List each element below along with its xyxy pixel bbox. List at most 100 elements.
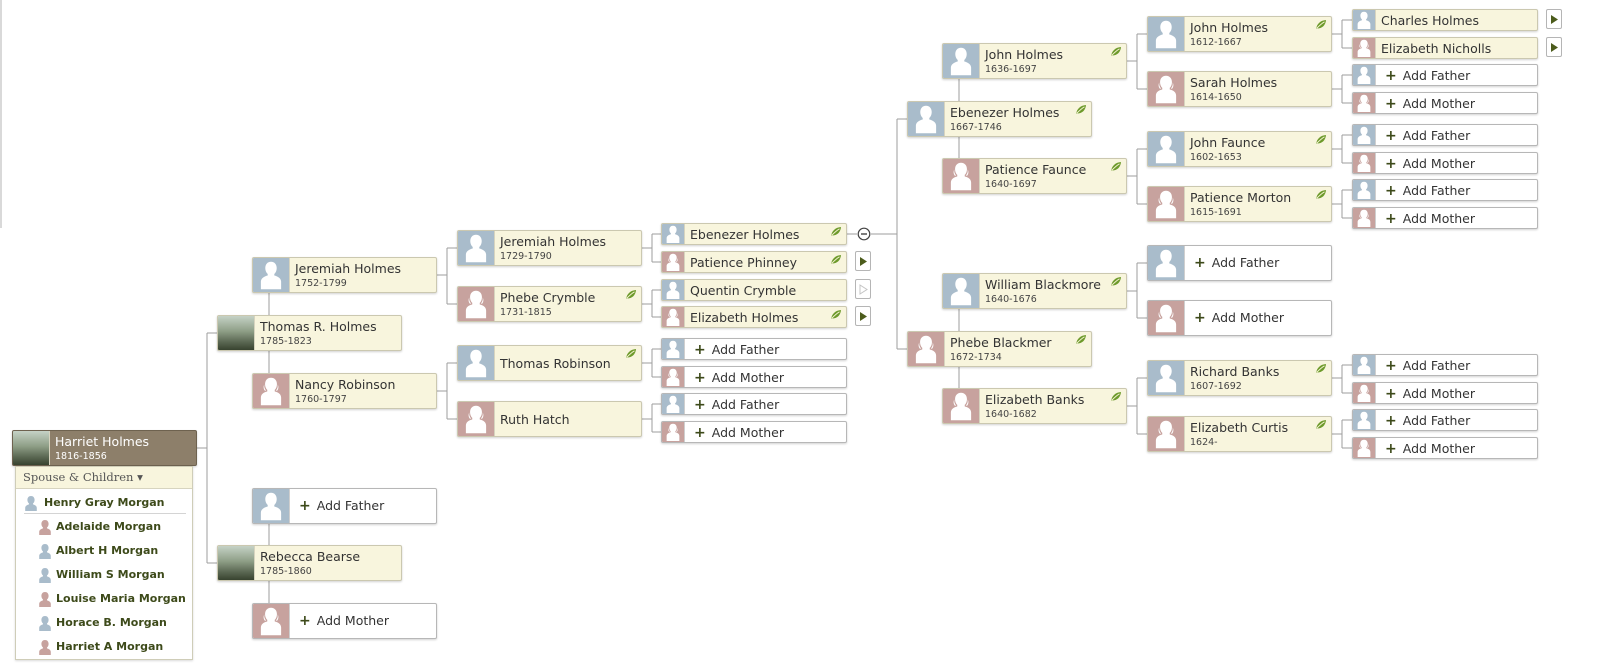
add-mother-button-william-blackmore[interactable]: +Add Mother	[1147, 300, 1332, 336]
record-hint-leaf-icon[interactable]	[1110, 46, 1122, 57]
add-father-button-elizabeth-curtis[interactable]: +Add Father	[1352, 409, 1538, 431]
child-name: Harriet A Morgan	[56, 640, 164, 653]
add-parent-text: +Add Father	[1385, 68, 1470, 84]
record-hint-leaf-icon[interactable]	[1315, 134, 1327, 145]
add-father-button-thomas-robinson[interactable]: +Add Father	[661, 338, 847, 360]
record-hint-leaf-icon[interactable]	[830, 226, 842, 237]
expand-charles-holmes-arrow-button[interactable]	[1546, 9, 1562, 29]
record-hint-leaf-icon[interactable]	[1110, 276, 1122, 287]
life-dates: 1785-1823	[260, 336, 312, 347]
record-hint-leaf-icon[interactable]	[1315, 189, 1327, 200]
life-dates: 1731-1815	[500, 307, 552, 318]
record-hint-leaf-icon[interactable]	[1315, 19, 1327, 30]
person-card-quentin-crymble[interactable]: Quentin Crymble	[661, 279, 847, 301]
avatar	[1353, 383, 1376, 403]
add-father-button-patience-morton[interactable]: +Add Father	[1352, 179, 1538, 201]
male-silhouette-icon	[1155, 249, 1177, 278]
person-name: Elizabeth Banks	[985, 392, 1085, 407]
person-card-thomas-robinson[interactable]: Thomas Robinson	[457, 345, 642, 381]
spouse-children-panel: Spouse & Children ▾ Henry Gray Morgan Ad…	[15, 466, 193, 660]
record-hint-leaf-icon[interactable]	[1075, 334, 1087, 345]
add-mother-button-john-faunce[interactable]: +Add Mother	[1352, 152, 1538, 174]
record-hint-leaf-icon[interactable]	[1315, 363, 1327, 374]
play-arrow-icon	[859, 284, 868, 295]
panel-divider	[24, 513, 186, 514]
female-silhouette-icon	[465, 405, 487, 434]
life-dates: 1615-1691	[1190, 207, 1242, 218]
avatar	[662, 394, 685, 414]
person-card-ruth-hatch[interactable]: Ruth Hatch	[457, 401, 642, 437]
add-father-button-ruth-hatch[interactable]: +Add Father	[661, 393, 847, 415]
child-name: Louise Maria Morgan	[56, 592, 186, 605]
avatar	[662, 422, 685, 442]
expand-patience-phinney-arrow-button[interactable]	[855, 251, 871, 271]
add-father-button-william-blackmore[interactable]: +Add Father	[1147, 245, 1332, 281]
child-name: William S Morgan	[56, 568, 165, 581]
add-mother-button-elizabeth-curtis[interactable]: +Add Mother	[1352, 437, 1538, 459]
female-silhouette-icon	[950, 162, 972, 191]
expand-quentin-crymble-arrow-button[interactable]	[855, 279, 871, 299]
female-silhouette-icon	[465, 290, 487, 319]
avatar	[1353, 125, 1376, 145]
add-father-button-rebecca[interactable]: +Add Father	[252, 488, 437, 524]
avatar	[458, 346, 495, 380]
person-card-elizabeth-holmes[interactable]: Elizabeth Holmes	[661, 306, 847, 328]
person-card-charles-holmes[interactable]: Charles Holmes	[1352, 9, 1538, 31]
record-hint-leaf-icon[interactable]	[1110, 161, 1122, 172]
person-card-patience-phinney[interactable]: Patience Phinney	[661, 251, 847, 273]
add-mother-button-richard-banks[interactable]: +Add Mother	[1352, 382, 1538, 404]
add-father-button-john-faunce[interactable]: +Add Father	[1352, 124, 1538, 146]
person-name: Ruth Hatch	[500, 412, 570, 427]
record-hint-leaf-icon[interactable]	[830, 254, 842, 265]
male-silhouette-icon	[1357, 356, 1371, 374]
add-mother-button-patience-morton[interactable]: +Add Mother	[1352, 207, 1538, 229]
add-father-button-richard-banks[interactable]: +Add Father	[1352, 354, 1538, 376]
spouse-children-dropdown[interactable]: Spouse & Children ▾	[16, 467, 192, 489]
add-mother-label: Add Mother	[1402, 386, 1475, 401]
expand-elizabeth-nicholls-arrow-button[interactable]	[1546, 37, 1562, 57]
record-hint-leaf-icon[interactable]	[1075, 104, 1087, 115]
add-mother-button-ruth-hatch[interactable]: +Add Mother	[661, 421, 847, 443]
child-name: Albert H Morgan	[56, 544, 159, 557]
person-card-elizabeth-nicholls[interactable]: Elizabeth Nicholls	[1352, 37, 1538, 59]
record-hint-leaf-icon[interactable]	[625, 289, 637, 300]
add-mother-button-rebecca[interactable]: +Add Mother	[252, 603, 437, 639]
avatar	[1353, 93, 1376, 113]
avatar	[908, 102, 945, 136]
record-hint-leaf-icon[interactable]	[1110, 391, 1122, 402]
add-father-button-sarah-holmes[interactable]: +Add Father	[1352, 64, 1538, 86]
add-mother-button-sarah-holmes[interactable]: +Add Mother	[1352, 92, 1538, 114]
female-silhouette-icon	[1155, 190, 1177, 219]
life-dates: 1640-1697	[985, 179, 1037, 190]
add-mother-button-thomas-robinson[interactable]: +Add Mother	[661, 366, 847, 388]
person-card-ebenezer-holmes-g5[interactable]: Ebenezer Holmes	[661, 223, 847, 245]
record-hint-leaf-icon[interactable]	[830, 309, 842, 320]
record-hint-leaf-icon[interactable]	[1315, 419, 1327, 430]
record-hint-leaf-icon[interactable]	[625, 348, 637, 359]
avatar	[908, 332, 945, 366]
collapse-branch-icon[interactable]	[857, 227, 871, 241]
life-dates: 1640-1676	[985, 294, 1037, 305]
female-silhouette-icon	[1155, 304, 1177, 333]
avatar	[458, 231, 495, 265]
expand-elizabeth-holmes-arrow-button[interactable]	[855, 306, 871, 326]
